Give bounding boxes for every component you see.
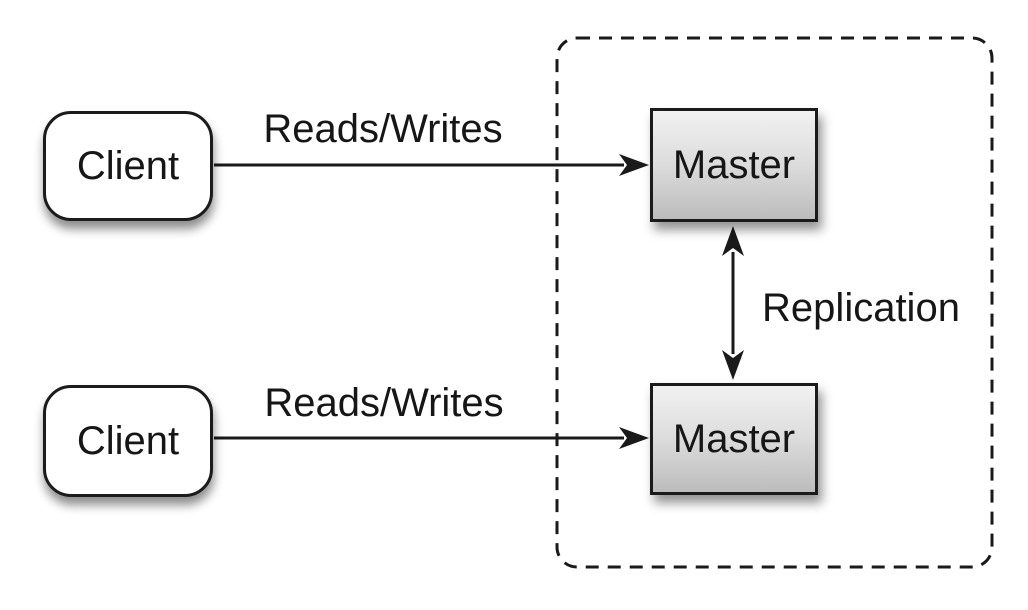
arrow-up-icon: [722, 226, 744, 256]
client-node-top-label: Client: [76, 144, 180, 188]
master-node-bottom-label: Master: [672, 417, 796, 461]
client-node-top: Client: [43, 111, 213, 221]
reads-writes-arrow-top: [214, 154, 649, 176]
master-node-top: Master: [650, 108, 818, 222]
master-node-top-label: Master: [672, 143, 796, 187]
replication-cluster-dashed-border: [555, 36, 994, 569]
master-node-bottom: Master: [650, 383, 818, 495]
arrow-down-icon: [722, 350, 744, 380]
replication-label: Replication: [762, 286, 960, 330]
reads-writes-arrow-bottom: [214, 427, 649, 449]
arrow-right-icon: [619, 427, 649, 449]
replication-arrow: [722, 226, 744, 380]
client-node-bottom-label: Client: [76, 419, 180, 463]
client-node-bottom: Client: [43, 385, 213, 497]
reads-writes-label-bottom: Reads/Writes: [264, 381, 504, 425]
arrow-right-icon: [619, 154, 649, 176]
reads-writes-label-top: Reads/Writes: [263, 107, 503, 151]
